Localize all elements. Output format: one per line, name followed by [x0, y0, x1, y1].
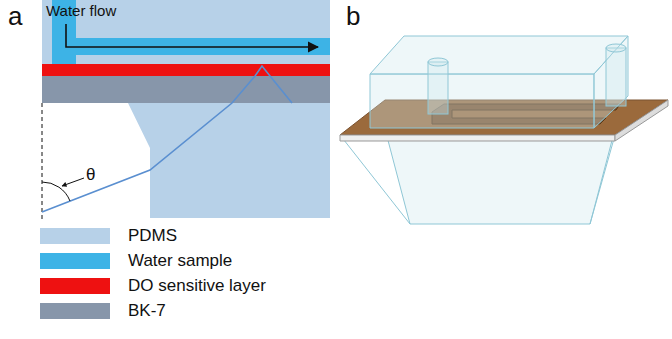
- legend-swatch: [40, 278, 110, 294]
- outlet-cylinder: [606, 48, 626, 106]
- chip-3d: [340, 36, 668, 224]
- legend-swatch: [40, 253, 110, 269]
- bk7-layer: [42, 76, 330, 103]
- flow-label: Water flow: [46, 3, 116, 20]
- plate-edge: [340, 135, 615, 141]
- legend-text: DO sensitive layer: [128, 277, 266, 296]
- normal-line: [42, 103, 43, 222]
- lower-edge: [590, 135, 615, 224]
- pdms-top: [42, 0, 330, 64]
- inlet-top: [428, 58, 448, 66]
- cross-section: [42, 0, 330, 222]
- upper-top: [370, 36, 628, 74]
- legend-swatch: [40, 303, 110, 319]
- upper-side: [594, 36, 628, 128]
- panel-label: b: [346, 2, 360, 31]
- inlet-cylinder: [428, 62, 448, 114]
- legend-text: BK-7: [128, 302, 166, 321]
- upper-front: [370, 74, 594, 128]
- legend-text: PDMS: [128, 227, 177, 246]
- do-layer: [42, 64, 330, 76]
- pdms-prism: [128, 103, 330, 218]
- flow-arrow: [66, 24, 318, 47]
- panel-label: a: [8, 2, 22, 31]
- light-ray: [42, 66, 292, 212]
- outlet-top: [606, 44, 626, 52]
- lower-edge: [340, 135, 410, 224]
- angle-pointer: [62, 178, 84, 186]
- angle-label: θ: [86, 166, 95, 185]
- legend-swatch: [40, 228, 110, 244]
- legend-text: Water sample: [128, 252, 232, 271]
